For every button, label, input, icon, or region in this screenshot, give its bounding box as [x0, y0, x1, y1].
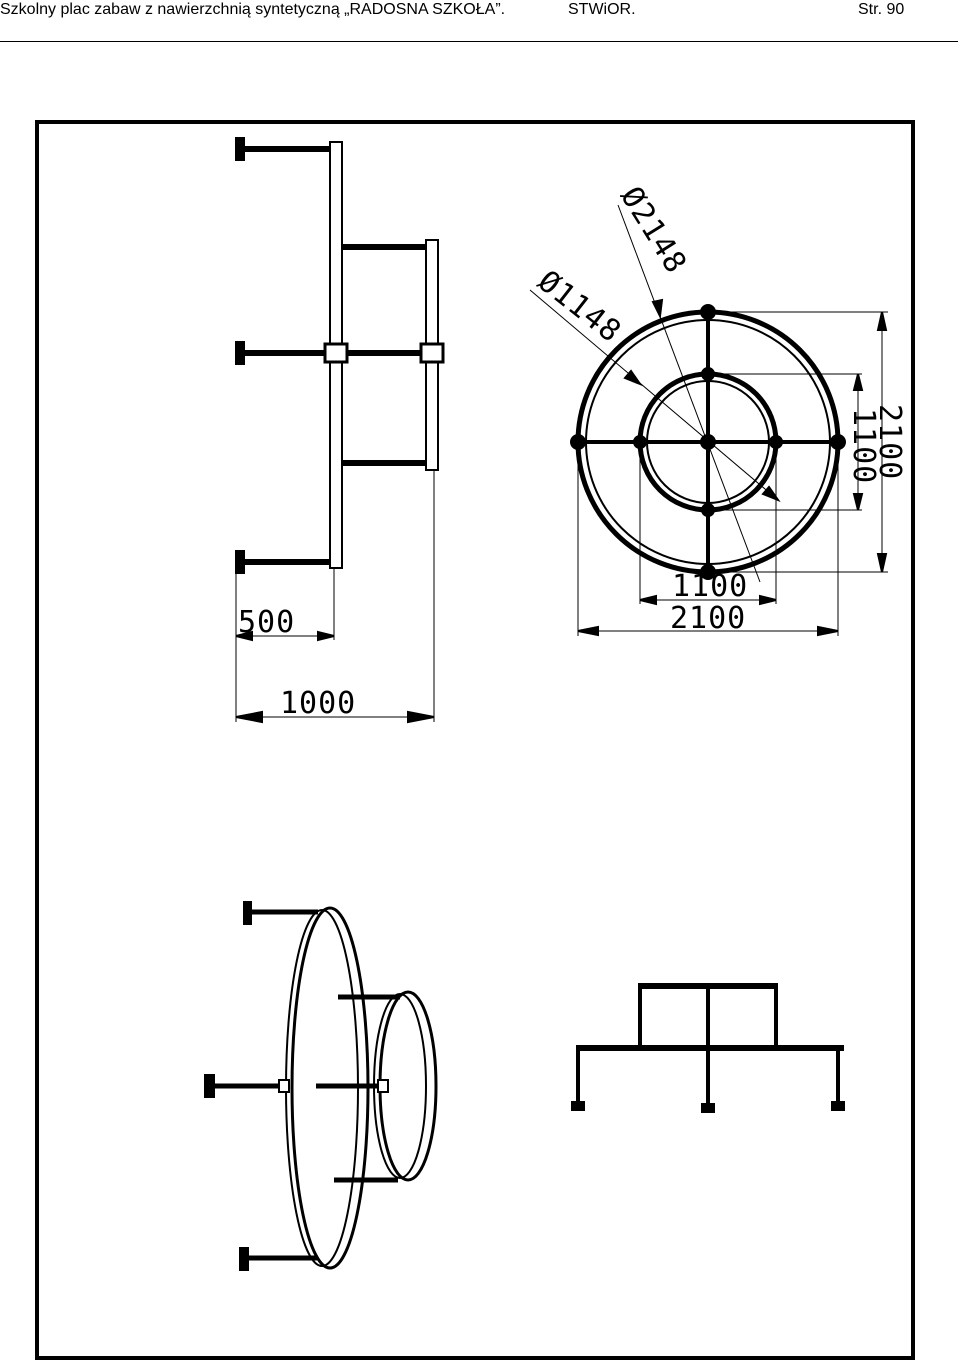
- dim-side-short: 500: [238, 605, 295, 640]
- dim-height-outer: 2100: [872, 404, 907, 480]
- perspective-view: [204, 901, 438, 1271]
- dim-width-inner: 1100: [672, 569, 748, 604]
- dim-width-outer: 2100: [670, 601, 746, 636]
- page-number: Str. 90: [858, 1, 905, 18]
- dim-side-long: 1000: [280, 686, 356, 721]
- standard-label: STWiOR.: [568, 1, 636, 18]
- drawing-frame: [35, 120, 915, 1360]
- document-title: Szkolny plac zabaw z nawierzchnią syntet…: [0, 1, 506, 18]
- top-view: [529, 204, 888, 637]
- front-view: [571, 983, 845, 1113]
- dim-height-inner: 1100: [846, 408, 881, 484]
- dim-diameter-inner: Ø1148: [531, 264, 628, 350]
- dim-diameter-outer: Ø2148: [613, 181, 693, 280]
- header-rule: [0, 41, 958, 42]
- side-view: [235, 137, 445, 724]
